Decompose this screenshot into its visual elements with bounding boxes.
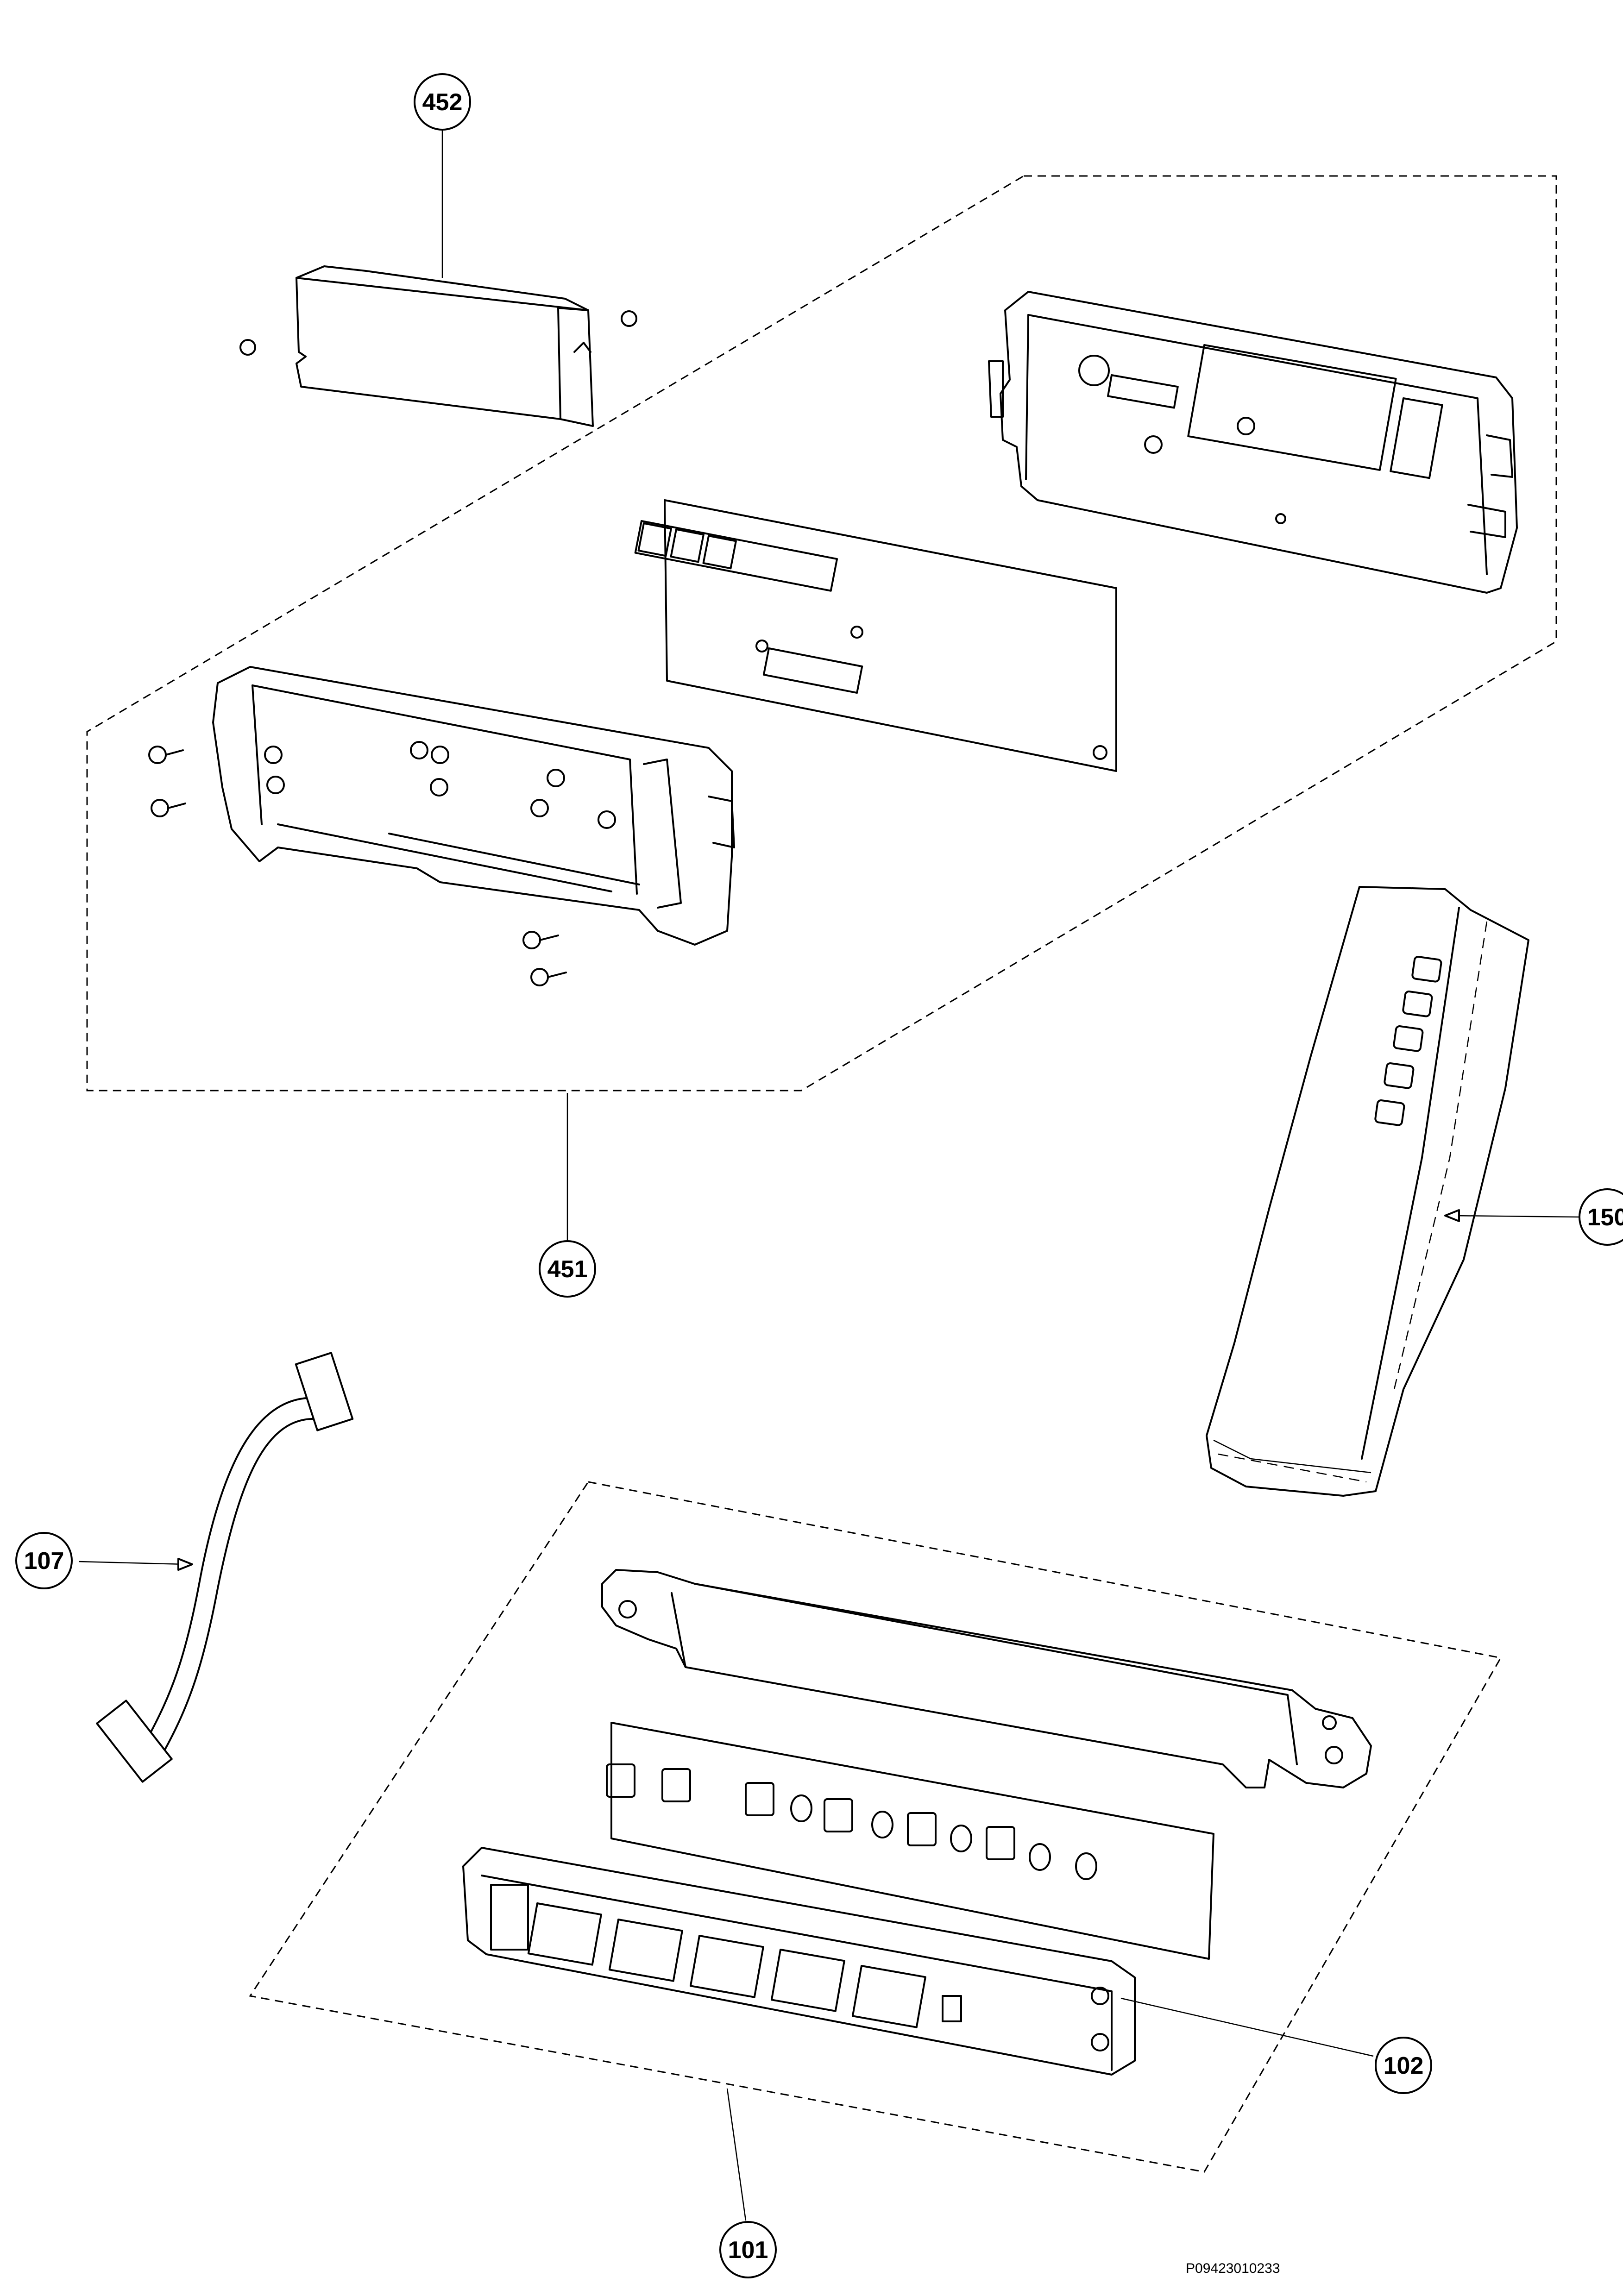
group-101-boundary	[249, 1481, 1502, 2173]
part-102-button-holder	[462, 1847, 1136, 2076]
part-451-rear-housing	[988, 291, 1518, 594]
callout-label-107: 107	[24, 1548, 64, 1575]
callout-452: 452	[414, 73, 471, 131]
callout-451: 451	[539, 1240, 596, 1298]
callout-label-101: 101	[728, 2237, 768, 2264]
part-451-circuit-board	[634, 499, 1117, 772]
part-452-box	[239, 265, 637, 427]
part-107-cable	[96, 1352, 354, 1783]
screws-451	[148, 746, 567, 986]
callout-label-150: 150	[1587, 1204, 1623, 1231]
callout-label-102: 102	[1384, 2052, 1424, 2079]
callout-label-451: 451	[547, 1256, 588, 1283]
group-451-boundary	[86, 175, 1557, 1092]
part-101-button-board	[606, 1722, 1214, 1960]
part-101-frame	[601, 1569, 1372, 1788]
part-451-front-housing	[212, 666, 735, 946]
callout-102: 102	[1375, 2037, 1432, 2094]
callout-101: 101	[719, 2221, 777, 2278]
callout-107: 107	[15, 1532, 73, 1589]
callout-label-452: 452	[422, 89, 463, 116]
callout-150: 150	[1579, 1188, 1623, 1246]
document-code: P09423010233	[1186, 2261, 1280, 2276]
leader-lines	[78, 129, 1580, 2221]
part-150-control-panel-fascia	[1206, 886, 1529, 1497]
